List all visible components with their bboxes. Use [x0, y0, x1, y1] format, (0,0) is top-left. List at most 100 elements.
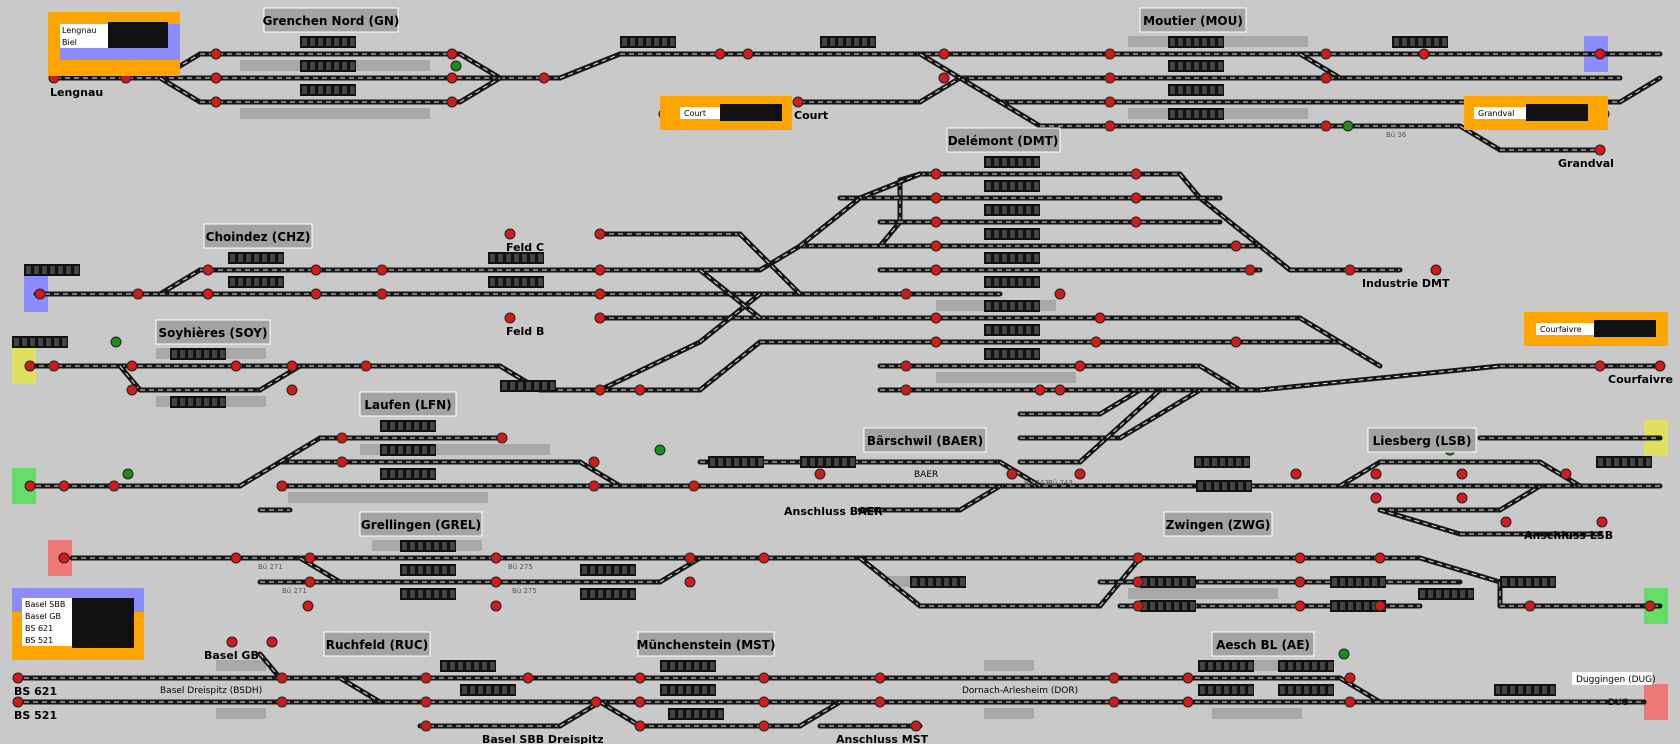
signal-lamp[interactable] [688, 480, 700, 492]
signal-lamp[interactable] [202, 288, 214, 300]
signal-lamp[interactable] [930, 192, 942, 204]
signal-lamp[interactable] [594, 288, 606, 300]
signal-lamp[interactable] [1594, 144, 1606, 156]
signal-lamp[interactable] [490, 600, 502, 612]
signal-lamp[interactable] [1034, 384, 1046, 396]
signal-lamp[interactable] [420, 720, 432, 732]
signal-lamp[interactable] [310, 264, 322, 276]
signal-lamp[interactable] [24, 480, 36, 492]
signal-lamp[interactable] [654, 444, 666, 456]
signal-lamp[interactable] [48, 360, 60, 372]
boundary-panel-lengnau-biel[interactable]: Lengnau Biel [48, 12, 180, 76]
signal-lamp[interactable] [304, 552, 316, 564]
signal-lamp[interactable] [1290, 468, 1302, 480]
signal-lamp[interactable] [758, 552, 770, 564]
signal-lamp[interactable] [938, 48, 950, 60]
signal-lamp[interactable] [230, 360, 242, 372]
signal-lamp[interactable] [1370, 492, 1382, 504]
signal-lamp[interactable] [1094, 312, 1106, 324]
signal-lamp[interactable] [874, 696, 886, 708]
signal-lamp[interactable] [202, 264, 214, 276]
signal-lamp[interactable] [420, 696, 432, 708]
signal-lamp[interactable] [1054, 288, 1066, 300]
signal-lamp[interactable] [1108, 672, 1120, 684]
signal-lamp[interactable] [758, 672, 770, 684]
signal-lamp[interactable] [1342, 120, 1354, 132]
signal-lamp[interactable] [420, 672, 432, 684]
signal-lamp[interactable] [590, 696, 602, 708]
signal-lamp[interactable] [1074, 468, 1086, 480]
signal-lamp[interactable] [276, 672, 288, 684]
signal-lamp[interactable] [1054, 384, 1066, 396]
signal-lamp[interactable] [910, 720, 922, 732]
signal-lamp[interactable] [1244, 264, 1256, 276]
boundary-panel-duggingen[interactable]: Duggingen (DUG) [1572, 672, 1656, 685]
station-header-mst[interactable]: Münchenstein (MST) [637, 631, 776, 657]
signal-lamp[interactable] [1338, 648, 1350, 660]
signal-lamp[interactable] [874, 672, 886, 684]
signal-lamp[interactable] [496, 432, 508, 444]
signal-lamp[interactable] [714, 48, 726, 60]
signal-lamp[interactable] [930, 240, 942, 252]
signal-lamp[interactable] [504, 228, 516, 240]
signal-lamp[interactable] [588, 456, 600, 468]
signal-lamp[interactable] [1370, 468, 1382, 480]
signal-lamp[interactable] [1104, 48, 1116, 60]
signal-lamp[interactable] [742, 48, 754, 60]
signal-lamp[interactable] [12, 672, 24, 684]
station-header-ruc[interactable]: Ruchfeld (RUC) [323, 631, 431, 657]
signal-lamp[interactable] [930, 216, 942, 228]
signal-lamp[interactable] [1344, 264, 1356, 276]
station-header-soy[interactable]: Soyhières (SOY) [155, 319, 271, 345]
signal-lamp[interactable] [684, 552, 696, 564]
signal-lamp[interactable] [446, 48, 458, 60]
signal-lamp[interactable] [1320, 72, 1332, 84]
signal-lamp[interactable] [286, 360, 298, 372]
signal-lamp[interactable] [1344, 696, 1356, 708]
signal-lamp[interactable] [266, 636, 278, 648]
signal-lamp[interactable] [302, 600, 314, 612]
signal-lamp[interactable] [126, 360, 138, 372]
station-header-chz[interactable]: Choindez (CHZ) [203, 223, 313, 249]
signal-lamp[interactable] [490, 552, 502, 564]
boundary-red[interactable] [1644, 684, 1668, 720]
signal-lamp[interactable] [1130, 192, 1142, 204]
signal-lamp[interactable] [1294, 576, 1306, 588]
signal-lamp[interactable] [108, 480, 120, 492]
signal-lamp[interactable] [1524, 600, 1536, 612]
signal-lamp[interactable] [1132, 576, 1144, 588]
signal-lamp[interactable] [1104, 96, 1116, 108]
signal-lamp[interactable] [1320, 120, 1332, 132]
signal-lamp[interactable] [930, 336, 942, 348]
signal-lamp[interactable] [1594, 48, 1606, 60]
station-header-ae[interactable]: Aesch BL (AE) [1211, 631, 1315, 657]
signal-lamp[interactable] [1294, 600, 1306, 612]
signal-lamp[interactable] [1294, 552, 1306, 564]
signal-lamp[interactable] [634, 696, 646, 708]
signal-lamp[interactable] [286, 384, 298, 396]
signal-lamp[interactable] [126, 384, 138, 396]
signal-lamp[interactable] [938, 72, 950, 84]
signal-lamp[interactable] [122, 468, 134, 480]
signal-lamp[interactable] [594, 384, 606, 396]
signal-lamp[interactable] [1182, 672, 1194, 684]
signal-lamp[interactable] [522, 672, 534, 684]
signal-lamp[interactable] [504, 312, 516, 324]
station-header-zwg[interactable]: Zwingen (ZWG) [1163, 511, 1273, 537]
signal-lamp[interactable] [594, 312, 606, 324]
signal-lamp[interactable] [1594, 360, 1606, 372]
boundary-panel-courfaivre[interactable]: Courfaivre [1524, 312, 1668, 346]
signal-lamp[interactable] [446, 72, 458, 84]
signal-lamp[interactable] [58, 552, 70, 564]
signal-lamp[interactable] [336, 432, 348, 444]
signal-lamp[interactable] [758, 696, 770, 708]
signal-lamp[interactable] [1344, 672, 1356, 684]
signal-lamp[interactable] [210, 72, 222, 84]
signal-lamp[interactable] [900, 360, 912, 372]
signal-lamp[interactable] [594, 228, 606, 240]
signal-lamp[interactable] [1320, 48, 1332, 60]
station-header-gn[interactable]: Grenchen Nord (GN) [263, 7, 400, 33]
signal-lamp[interactable] [634, 720, 646, 732]
signal-lamp[interactable] [792, 96, 804, 108]
signal-lamp[interactable] [24, 360, 36, 372]
